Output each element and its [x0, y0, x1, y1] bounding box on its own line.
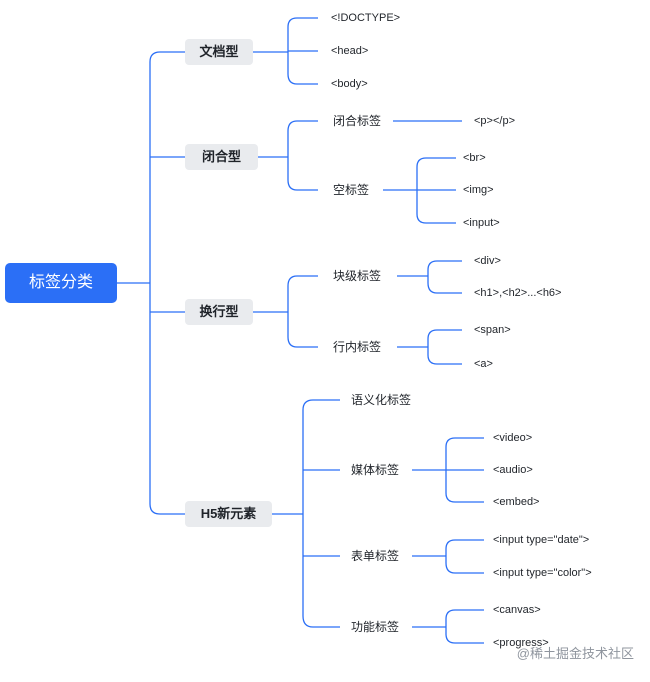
- leaf-doctype: <!DOCTYPE>: [331, 12, 401, 24]
- leaf-p: <p></p>: [474, 115, 515, 127]
- leaf-a: <a>: [474, 358, 493, 370]
- leaf-headings: <h1>,<h2>...<h6>: [474, 287, 562, 299]
- node-form[interactable]: 表单标签: [351, 549, 400, 563]
- node-feature[interactable]: 功能标签: [351, 620, 400, 634]
- branch-closed[interactable]: 闭合型: [185, 144, 258, 170]
- node-media[interactable]: 媒体标签: [351, 463, 400, 477]
- leaf-br: <br>: [463, 152, 486, 164]
- leaf-body: <body>: [331, 78, 368, 90]
- leaf-video: <video>: [493, 432, 533, 444]
- footer-watermark: @稀土掘金技术社区: [516, 646, 634, 661]
- connector-form: [412, 539, 484, 574]
- leaf-head: <head>: [331, 45, 369, 57]
- leaf-input: <input>: [463, 217, 500, 229]
- branch-doc[interactable]: 文档型: [185, 39, 253, 65]
- leaf-embed: <embed>: [493, 496, 540, 508]
- leaf-canvas: <canvas>: [493, 604, 541, 616]
- node-closed-pair[interactable]: 闭合标签: [333, 114, 382, 128]
- leaf-input-color: <input type="color">: [493, 567, 592, 579]
- connector-linebreak: [253, 275, 318, 348]
- branch-linebreak[interactable]: 换行型: [185, 299, 253, 325]
- node-block[interactable]: 块级标签: [333, 269, 382, 283]
- root-node[interactable]: 标签分类: [5, 263, 117, 303]
- node-closed-empty[interactable]: 空标签: [333, 183, 370, 197]
- node-semantic[interactable]: 语义化标签: [351, 393, 412, 407]
- connector-media: [412, 437, 484, 503]
- connector-feature: [412, 609, 484, 644]
- connector-block: [397, 260, 462, 294]
- connector-level1-spine: [149, 51, 185, 515]
- connector-closed: [258, 120, 318, 191]
- connector-h5: [272, 399, 340, 628]
- leaf-progress: <progress>: [493, 637, 549, 649]
- leaf-audio: <audio>: [493, 464, 533, 476]
- leaf-span: <span>: [474, 324, 511, 336]
- node-inline[interactable]: 行内标签: [333, 340, 382, 354]
- connector-doc: [253, 17, 318, 85]
- connector-closed-empty: [383, 157, 456, 224]
- leaf-input-date: <input type="date">: [493, 534, 590, 546]
- connector-inline: [397, 329, 462, 365]
- branch-h5[interactable]: H5新元素: [185, 501, 272, 527]
- leaf-div: <div>: [474, 255, 501, 267]
- leaf-img: <img>: [463, 184, 494, 196]
